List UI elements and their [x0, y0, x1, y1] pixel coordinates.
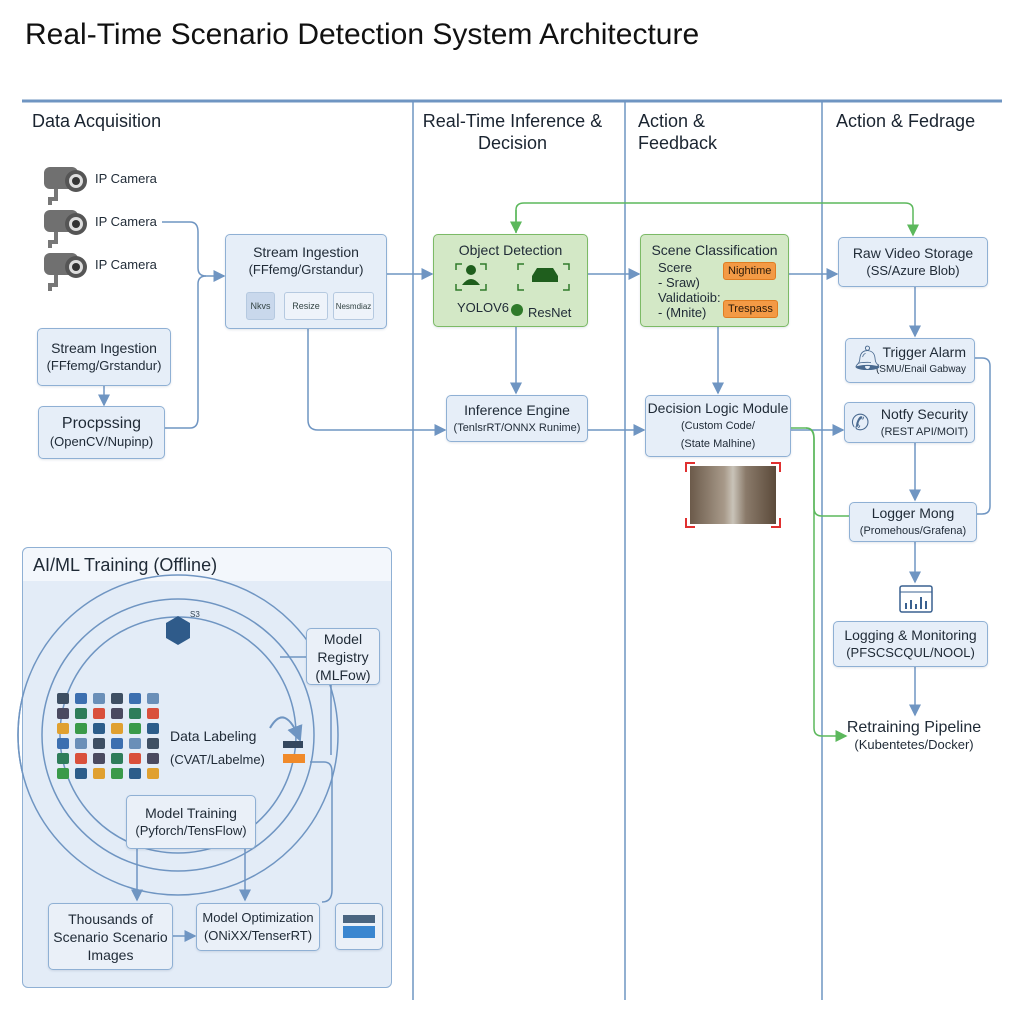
retraining-title: Retraining Pipeline	[846, 719, 982, 736]
notify-security-box[interactable]: Notfy Security (REST API/MOIT)	[844, 402, 975, 443]
data-labeling[interactable]: Data Labeling (CVAT/Labelme)	[170, 724, 265, 772]
images-line: Images	[87, 946, 134, 963]
column-header-inference: Real-Time Inference & Decision	[422, 111, 603, 153]
retraining-subtitle: (Kubentetes/Docker)	[854, 737, 974, 752]
phone-icon: ✆	[851, 410, 870, 435]
ip-camera-icon	[42, 208, 92, 248]
step-normalize: Nesmdiaz	[333, 292, 374, 320]
box-subtitle: (PFSCSCQUL/NOOL)	[846, 645, 975, 660]
decision-logic-box[interactable]: Decision Logic Module (Custom Code/ (Sta…	[645, 395, 791, 457]
column-header-action-fedrage: Action & Fedrage	[836, 111, 976, 131]
box-subtitle: (ONiXX/TenserRT)	[203, 928, 313, 943]
box-subtitle: (Promehous/Grafena)	[859, 525, 967, 537]
step-decode: Nkvs	[246, 292, 275, 320]
registry-line: Registry	[317, 648, 369, 665]
box-subtitle: (SMU/Enail Gabway	[875, 363, 966, 375]
labeling-subtitle: (CVAT/Labelme)	[170, 752, 265, 767]
ip-camera-icon	[42, 251, 92, 291]
scenario-images-box[interactable]: Thousands of Scenario Scenario Images	[48, 903, 173, 970]
labeling-title: Data Labeling	[170, 728, 257, 744]
ip-camera-label: IP Camera	[95, 257, 157, 272]
s3-label: S3	[190, 610, 200, 619]
box-title: Procpssing	[61, 414, 142, 432]
column-header-data-acquisition: Data Acquisition	[32, 111, 162, 131]
images-line: Scenario Scenario	[53, 928, 168, 945]
box-subtitle: (TenlsrRT/ONNX Runime)	[453, 421, 581, 434]
box-title: Stream Ingestion	[51, 340, 157, 356]
model-resnet-label: ResNet	[528, 305, 572, 320]
box-title: Object Detection	[458, 242, 563, 258]
box-title: Model Optimization	[202, 910, 314, 925]
box-subtitle: (SS/Azure Blob)	[866, 263, 960, 278]
scene-line: - Sraw)	[658, 275, 700, 290]
ip-camera-label: IP Camera	[95, 214, 157, 229]
box-subtitle: (OpenCV/Nupinp)	[49, 433, 154, 449]
box-title: Inference Engine	[464, 401, 570, 418]
box-title: Stream Ingestion	[253, 244, 359, 260]
model-training-box[interactable]: Model Training (Pyforch/TensFlow)	[126, 795, 256, 849]
box-title: Decision Logic Module	[647, 400, 789, 416]
scene-details: Scere - Sraw) Validatioib: - (Mnite)	[658, 260, 721, 320]
inference-engine-box[interactable]: Inference Engine (TenlsrRT/ONNX Runime)	[446, 395, 588, 442]
box-title: Logging & Monitoring	[844, 627, 977, 643]
ip-camera-icon	[42, 165, 92, 205]
artifact-icon	[343, 926, 375, 938]
column-header-action-feedback: Action & Feedback	[638, 111, 718, 153]
training-panel-title: AI/ML Training (Offline)	[23, 548, 391, 581]
box-subtitle: (FFfemg/Grstandur)	[248, 262, 364, 277]
registry-line: Model	[323, 630, 363, 647]
model-yolo-label: YOLOV6	[457, 300, 510, 315]
badge-nighttime: Nightime	[723, 262, 777, 280]
ip-camera-label: IP Camera	[95, 171, 157, 186]
retraining-pipeline[interactable]: Retraining Pipeline (Kubentetes/Docker)	[840, 719, 988, 752]
scene-line: Validatioib:	[658, 290, 721, 305]
logging-monitoring-box[interactable]: Logging & Monitoring (PFSCSCQUL/NOOL)	[833, 621, 988, 667]
box-title: Raw Video Storage	[852, 245, 974, 261]
trigger-alarm-box[interactable]: Trigger Alarm (SMU/Enail Gabway	[845, 338, 975, 383]
box-title: Scene Classification	[651, 242, 778, 258]
stream-ingestion-left-box[interactable]: Stream Ingestion (FFfemg/Grstandur)	[37, 328, 171, 386]
box-title: Trigger Alarm	[882, 343, 966, 360]
model-optimization-box[interactable]: Model Optimization (ONiXX/TenserRT)	[196, 903, 320, 951]
box-subtitle: (Custom Code/	[681, 420, 755, 432]
deployment-artifact-box[interactable]	[335, 903, 383, 950]
logger-box[interactable]: Logger Mong (Promehous/Grafena)	[849, 502, 977, 542]
box-title: Notfy Security	[880, 405, 968, 422]
box-subtitle: (REST API/MOIT)	[880, 425, 968, 438]
box-title: Model Training	[145, 805, 237, 821]
badge-trespass: Trespass	[723, 300, 778, 318]
scene-line: - (Mnite)	[658, 305, 707, 320]
page-title: Real-Time Scenario Detection System Arch…	[25, 18, 700, 51]
artifact-icon	[343, 915, 375, 923]
bell-icon: 🔔︎	[852, 345, 883, 372]
step-resize: Resize	[284, 292, 328, 320]
model-registry-box[interactable]: Model Registry (MLFow)	[306, 628, 380, 685]
processing-box[interactable]: Procpssing (OpenCV/Nupinp)	[38, 406, 165, 459]
registry-line: (MLFow)	[315, 666, 371, 683]
scene-line: Scere	[658, 260, 692, 275]
raw-video-storage-box[interactable]: Raw Video Storage (SS/Azure Blob)	[838, 237, 988, 287]
box-subtitle: (FFfemg/Grstandur)	[46, 358, 162, 373]
images-line: Thousands of	[68, 910, 153, 927]
box-subtitle: (State Malhine)	[680, 438, 756, 450]
box-subtitle: (Pyforch/TensFlow)	[135, 823, 247, 838]
camera-snapshot-image	[690, 466, 776, 524]
box-title: Logger Mong	[871, 505, 955, 521]
